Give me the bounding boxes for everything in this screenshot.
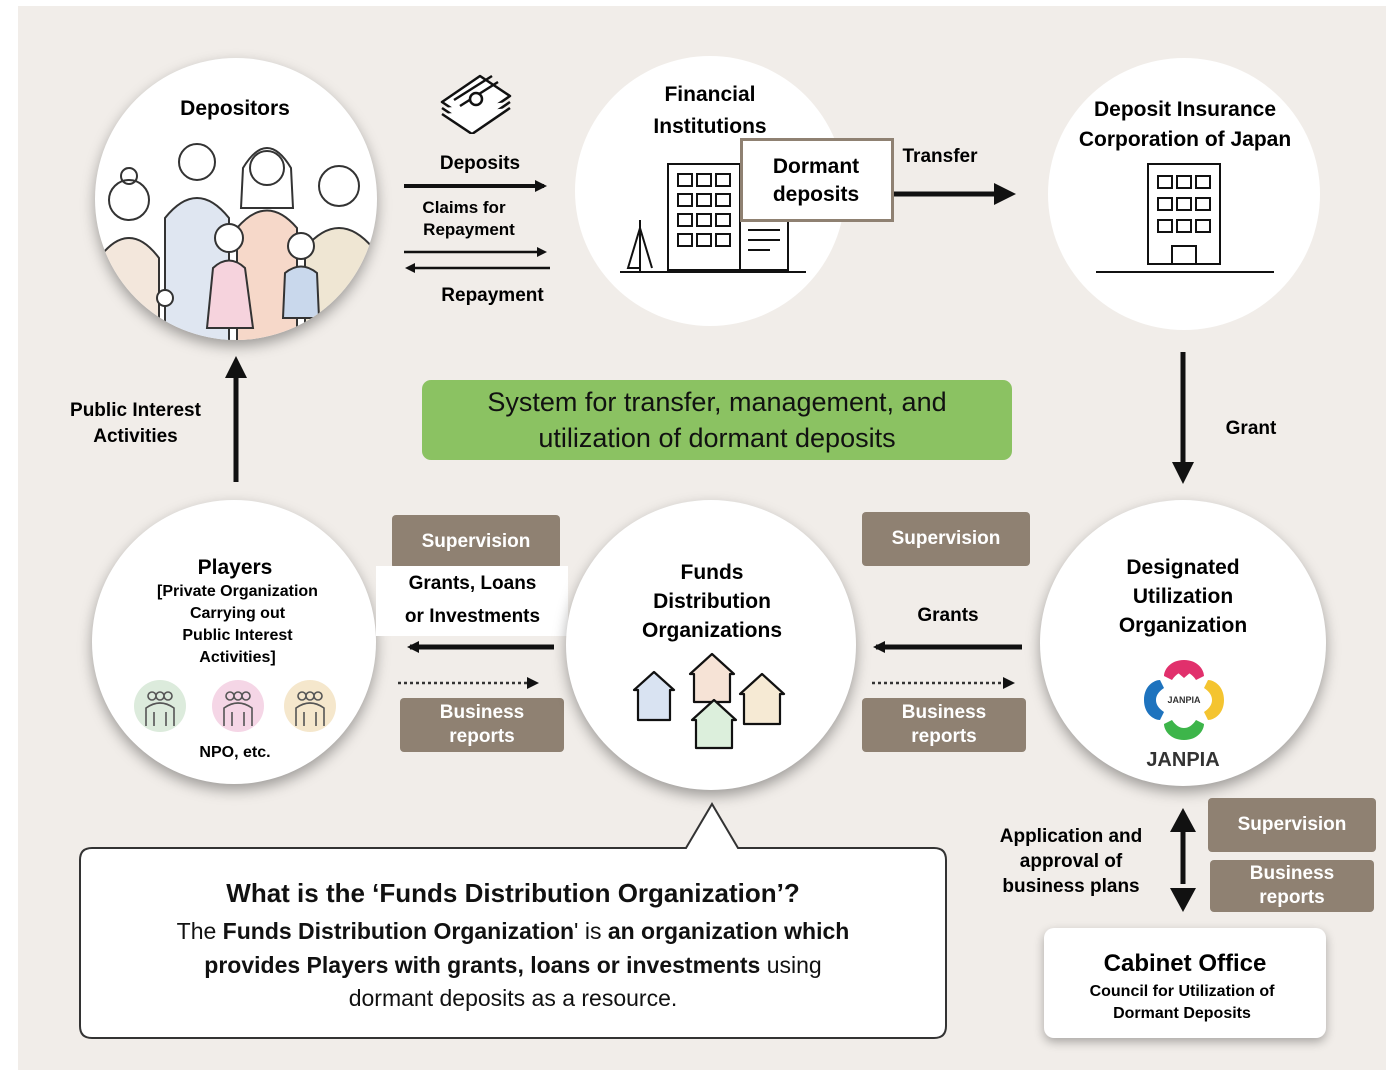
players-circle xyxy=(92,500,376,784)
duo-label-1: Designated xyxy=(1126,556,1240,579)
players-sub-2: Carrying out xyxy=(189,605,286,622)
people-icon xyxy=(134,680,336,732)
building-icon xyxy=(1096,163,1274,273)
grants-loans-label-2: or Investments xyxy=(404,606,541,627)
janpia-logo-icon: JANPIA xyxy=(1144,660,1224,740)
repayment-label: Repayment xyxy=(441,285,544,306)
supervision-tag-left: Supervision xyxy=(392,515,560,569)
grants-loans-backdrop xyxy=(376,566,568,636)
callout-title: What is the ‘Funds Distribution Organiza… xyxy=(226,878,800,908)
business-mid-2: reports xyxy=(911,726,977,747)
players-sub-3: Public Interest xyxy=(182,627,293,644)
financial-label-2: Institutions xyxy=(653,115,767,138)
claims-label-1: Claims for xyxy=(422,198,506,217)
fdo-label-1: Funds xyxy=(680,561,744,584)
supervision-tag-mid: Supervision xyxy=(862,512,1030,566)
business-mid-1: Business xyxy=(901,702,987,724)
claims-label-2: Repayment xyxy=(423,220,515,239)
players-sub-4: Activities] xyxy=(199,649,276,666)
duo-label-2: Utilization xyxy=(1132,585,1234,608)
house-icon xyxy=(632,652,786,750)
depositors-label: Depositors xyxy=(180,97,290,120)
cabinet-sub-1: Council for Utilization of xyxy=(1089,983,1275,1000)
transfer-label: Transfer xyxy=(902,146,978,167)
public-interest-label-2: Activities xyxy=(93,426,178,447)
people-group-icon xyxy=(98,143,374,340)
grants-loans-label-1: Grants, Loans xyxy=(408,573,537,594)
supervision-tag-right: Supervision xyxy=(1208,798,1376,852)
callout-line-3: dormant deposits as a resource. xyxy=(348,985,678,1011)
players-title: Players xyxy=(197,556,273,579)
callout-l2a: provides Players with grants, loans or i… xyxy=(204,952,761,978)
dormant-deposits-box xyxy=(740,138,894,222)
financial-label-1: Financial xyxy=(664,83,756,106)
dic-label-1: Deposit Insurance xyxy=(1093,98,1277,121)
fdo-label-3: Organizations xyxy=(641,619,783,642)
janpia-text: JANPIA xyxy=(1146,749,1220,771)
business-left-1: Business xyxy=(439,702,525,724)
dic-label-2: Corporation of Japan xyxy=(1078,128,1292,151)
callout-l1b: Funds Distribution Organization xyxy=(222,918,575,944)
depositors-circle xyxy=(95,58,377,340)
application-label-3: business plans xyxy=(1002,876,1140,897)
system-banner xyxy=(422,380,1012,460)
dormant-label-1: Dormant xyxy=(772,155,860,178)
callout-line-2: provides Players with grants, loans or i… xyxy=(80,952,946,979)
banner-line-2: utilization of dormant deposits xyxy=(538,423,896,453)
business-reports-tag-left: Business reports xyxy=(400,698,564,752)
callout-l1c: ' is xyxy=(574,918,608,944)
business-left-2: reports xyxy=(449,726,515,747)
public-interest-label-1: Public Interest xyxy=(70,400,201,421)
cabinet-office-box xyxy=(1044,928,1326,1038)
players-sub-1: [Private Organization xyxy=(157,583,318,600)
fdo-label-2: Distribution xyxy=(653,590,771,613)
callout-l1a: The xyxy=(176,918,223,944)
grant-label: Grant xyxy=(1225,418,1277,439)
dormant-label-2: deposits xyxy=(772,183,860,206)
players-caption: NPO, etc. xyxy=(199,744,271,761)
deposits-label: Deposits xyxy=(439,153,521,174)
business-right-2: reports xyxy=(1259,887,1325,908)
business-right-1: Business xyxy=(1249,863,1335,885)
building-icon xyxy=(620,163,806,273)
business-reports-tag-right: Business reports xyxy=(1210,860,1374,912)
callout-line-1: The Funds Distribution Organization' is … xyxy=(80,918,946,945)
duo-label-3: Organization xyxy=(1118,614,1248,637)
callout-l2b: using xyxy=(760,952,822,978)
cabinet-title: Cabinet Office xyxy=(1103,950,1267,977)
business-reports-tag-mid: Business reports xyxy=(862,698,1026,752)
application-label-2: approval of xyxy=(1019,851,1123,872)
application-label-1: Application and xyxy=(999,826,1143,847)
money-stack-icon xyxy=(440,74,512,134)
janpia-logo-inner: JANPIA xyxy=(1167,695,1201,705)
callout-l1d: an organization which xyxy=(607,918,850,944)
grants-label: Grants xyxy=(917,605,979,626)
cabinet-sub-2: Dormant Deposits xyxy=(1113,1005,1251,1022)
banner-line-1: System for transfer, management, and xyxy=(487,387,947,417)
